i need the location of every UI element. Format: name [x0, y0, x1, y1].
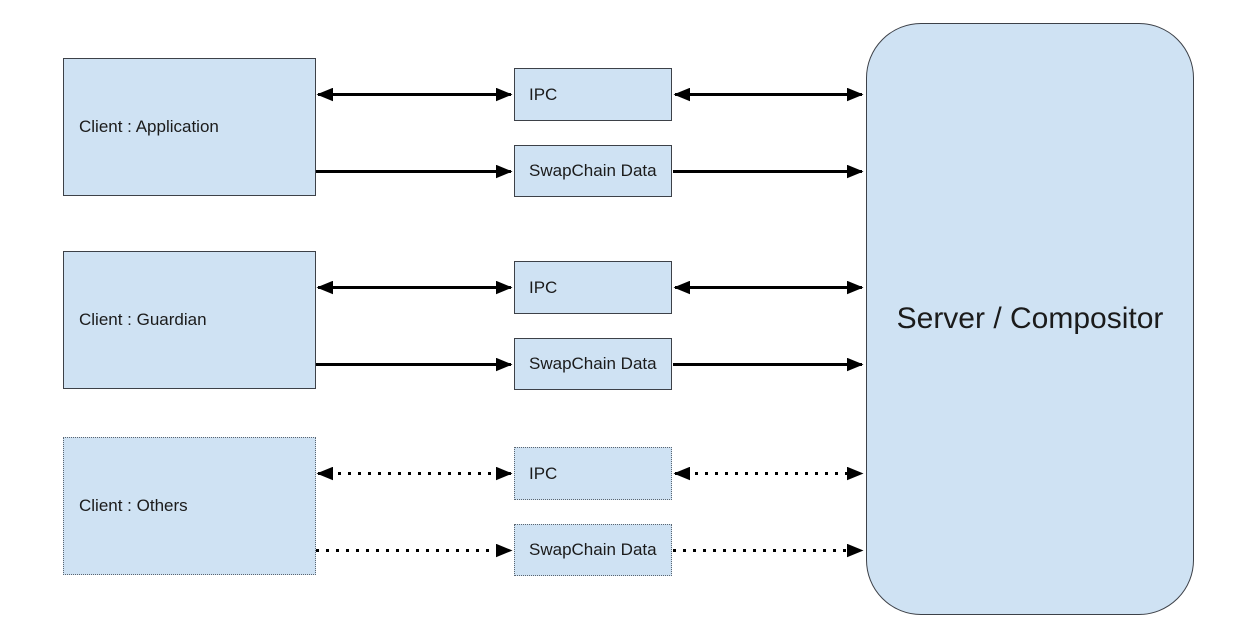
ipc-box: IPC	[514, 261, 672, 314]
ipc-label: IPC	[529, 84, 558, 104]
client-box: Client : Application	[63, 58, 316, 196]
diagram-row: Client : Guardian IPC SwapChain Data	[0, 251, 1256, 391]
diagram-row: Client : Application IPC SwapChain Data	[0, 58, 1256, 198]
swapchain-box: SwapChain Data	[514, 145, 672, 197]
swapchain-label: SwapChain Data	[529, 354, 657, 373]
ipc-box: IPC	[514, 447, 672, 500]
ipc-box: IPC	[514, 68, 672, 121]
swapchain-box: SwapChain Data	[514, 338, 672, 390]
server-compositor-box: Server / Compositor	[866, 23, 1194, 615]
swapchain-label: SwapChain Data	[529, 540, 657, 559]
client-box: Client : Others	[63, 437, 316, 575]
ipc-label: IPC	[529, 463, 558, 483]
client-label: Client : Application	[79, 117, 219, 136]
ipc-label: IPC	[529, 277, 558, 297]
client-label: Client : Guardian	[79, 310, 207, 329]
diagram-row: Client : Others IPC SwapChain Data	[0, 437, 1256, 577]
swapchain-label: SwapChain Data	[529, 161, 657, 180]
swapchain-box: SwapChain Data	[514, 524, 672, 576]
client-label: Client : Others	[79, 496, 188, 515]
server-compositor-label: Server / Compositor	[896, 302, 1164, 335]
client-box: Client : Guardian	[63, 251, 316, 389]
